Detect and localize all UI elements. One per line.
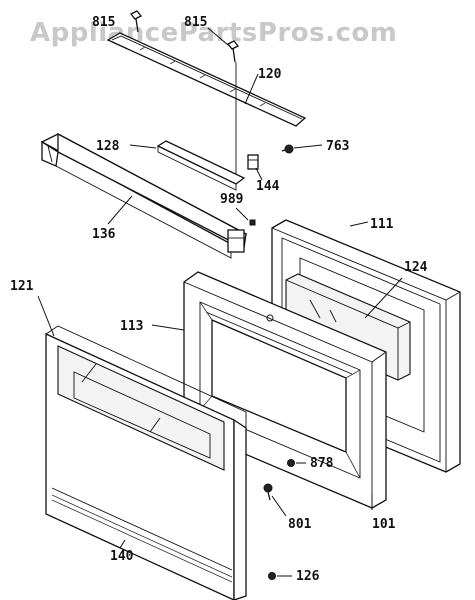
- leader-140: [119, 539, 126, 549]
- leader-801: [271, 495, 287, 517]
- label-126: 126: [296, 569, 320, 584]
- leader-124: [364, 277, 403, 319]
- label-121: 121: [10, 279, 34, 294]
- screw-763: [281, 144, 294, 154]
- leader-815b: [207, 27, 229, 46]
- leader-128: [129, 144, 157, 149]
- label-801: 801: [288, 517, 312, 532]
- screw-815-left: [129, 10, 143, 33]
- label-989: 989: [220, 192, 243, 207]
- outer-glass-121: [45, 325, 247, 600]
- label-136: 136: [92, 227, 116, 242]
- label-815-right: 815: [184, 15, 207, 30]
- label-815-left: 815: [92, 15, 115, 30]
- label-111: 111: [370, 217, 394, 232]
- leader-144: [255, 167, 263, 181]
- screw-815-right: [226, 40, 240, 63]
- bracket-128: [156, 140, 246, 191]
- leader-111: [349, 221, 369, 227]
- leader-121: [37, 295, 55, 337]
- label-140: 140: [110, 549, 134, 564]
- leader-763: [293, 144, 323, 149]
- label-101: 101: [372, 517, 396, 532]
- screw-801: [263, 483, 273, 501]
- label-878: 878: [310, 456, 334, 471]
- screw-126: [268, 572, 276, 580]
- leader-136: [107, 195, 133, 225]
- label-144: 144: [256, 179, 280, 194]
- leader-989: [235, 207, 249, 221]
- spacer-989: [249, 219, 256, 226]
- screw-878: [287, 459, 295, 467]
- label-113: 113: [120, 319, 143, 334]
- label-120: 120: [258, 67, 282, 82]
- clip-144: [247, 154, 259, 170]
- label-124: 124: [404, 260, 428, 275]
- leader-113: [151, 324, 185, 331]
- label-763: 763: [326, 139, 349, 154]
- leader-120: [244, 73, 259, 105]
- strip-120: [106, 32, 307, 127]
- label-128: 128: [96, 139, 120, 154]
- handle-136: [40, 132, 248, 259]
